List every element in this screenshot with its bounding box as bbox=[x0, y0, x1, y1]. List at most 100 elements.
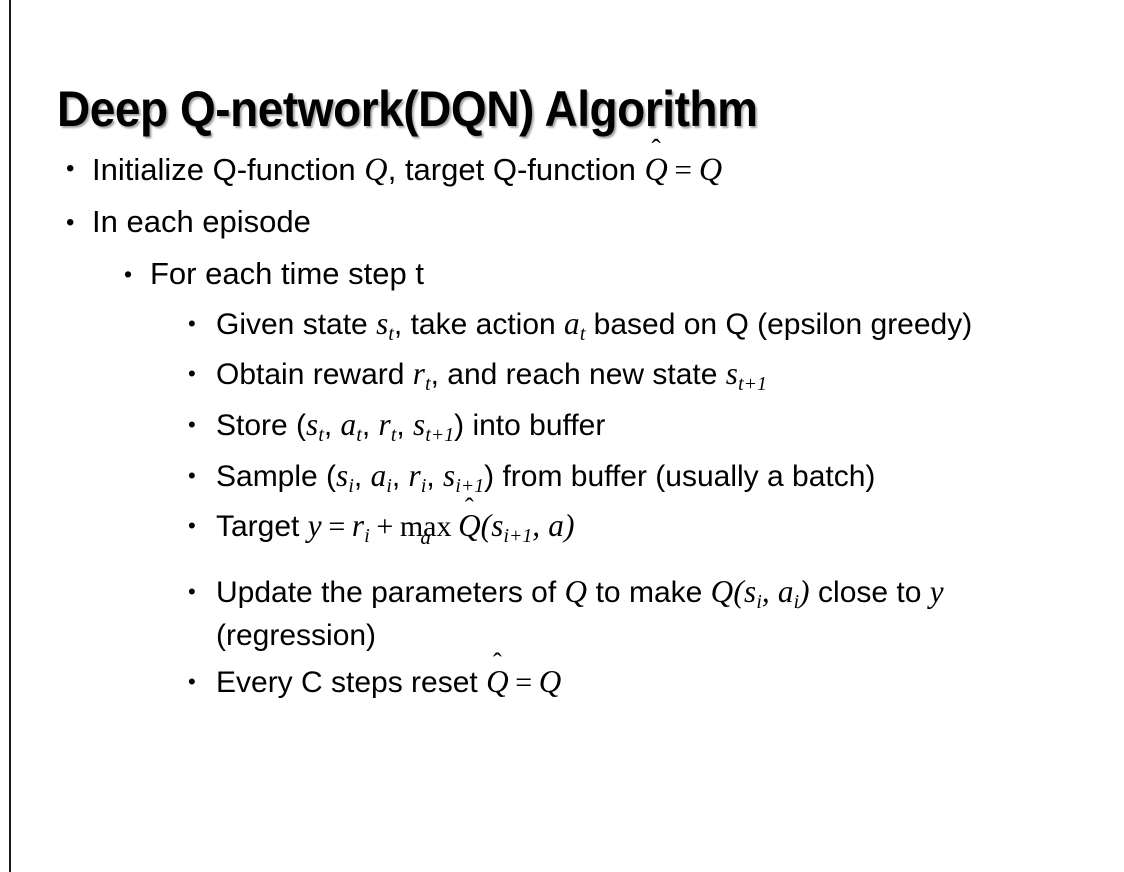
text-fragment: ) into buffer bbox=[454, 409, 606, 443]
math-var-r: r bbox=[408, 457, 421, 493]
text-fragment: , bbox=[323, 409, 341, 443]
math-var-s: s bbox=[725, 356, 739, 392]
text-fragment: , bbox=[396, 409, 414, 443]
math-var-s: s bbox=[306, 407, 319, 443]
math-var-r: r bbox=[412, 356, 426, 392]
list-item-text: Initialize Q-function Q, target Q-functi… bbox=[92, 148, 1124, 191]
text-fragment: (regression) bbox=[216, 618, 377, 652]
math-subscript: t bbox=[390, 424, 397, 446]
math-subscript: t bbox=[318, 424, 324, 446]
math-comma: , bbox=[532, 508, 549, 544]
text-fragment: , bbox=[353, 459, 371, 493]
math-var-s: s bbox=[376, 305, 389, 341]
text-fragment: to make bbox=[587, 576, 711, 610]
text-fragment: Target bbox=[216, 510, 308, 544]
list-item-text: In each episode bbox=[92, 203, 311, 239]
bullet-marker: • bbox=[66, 208, 75, 236]
list-item-text: Obtain reward rt, and reach new state st… bbox=[216, 354, 1098, 398]
math-var-q2: Q bbox=[698, 151, 723, 187]
list-item: • Obtain reward rt, and reach new state … bbox=[0, 354, 1124, 398]
text-fragment: , target Q-function bbox=[387, 152, 645, 187]
list-item: • Every C steps reset ̂Q=Q bbox=[0, 662, 1124, 703]
list-item-text: Given state st, take action at based on … bbox=[216, 304, 1098, 348]
math-equals: = bbox=[515, 665, 533, 699]
math-var-s2: s bbox=[443, 457, 456, 493]
bullet-marker: • bbox=[188, 513, 196, 539]
text-fragment: Initialize Q-function bbox=[92, 152, 365, 187]
math-paren-close: ) bbox=[564, 508, 575, 544]
list-item: • Given state st, take action at based o… bbox=[0, 304, 1124, 348]
list-item-text: Update the parameters of Q to make Q(si,… bbox=[216, 572, 1098, 655]
math-subscript: t+1 bbox=[738, 373, 767, 396]
text-fragment: , bbox=[426, 459, 444, 493]
math-var-s2: s bbox=[413, 407, 426, 443]
math-paren-close: ) bbox=[799, 574, 810, 610]
list-item: • Initialize Q-function Q, target Q-func… bbox=[0, 148, 1124, 191]
math-var: Q bbox=[458, 508, 481, 544]
max-underscript: a bbox=[420, 524, 431, 549]
math-var-s: s bbox=[743, 574, 757, 610]
page-title: Deep Q-network(DQN) Algorithm bbox=[57, 80, 758, 137]
bullet-marker: • bbox=[188, 361, 196, 387]
math-q-hat: ̂Q bbox=[486, 662, 509, 703]
list-item-text: Target y=ri+maxâQ(si+1, a) bbox=[216, 506, 1098, 550]
math-subscript: i bbox=[386, 474, 392, 497]
list-item-text: Every C steps reset ̂Q=Q bbox=[216, 662, 1098, 703]
list-item: • In each episode bbox=[0, 202, 1124, 243]
text-fragment: Update the parameters of bbox=[216, 576, 565, 610]
math-var-q2: Q bbox=[710, 574, 734, 610]
text-fragment: , bbox=[361, 409, 379, 443]
bullet-marker: • bbox=[188, 310, 196, 336]
math-var-s: s bbox=[491, 508, 504, 544]
math-var-r: r bbox=[378, 407, 391, 443]
math-q-hat: ̂Q bbox=[644, 148, 667, 191]
math-subscript: i+1 bbox=[455, 474, 485, 497]
list-item: • Update the parameters of Q to make Q(s… bbox=[0, 572, 1124, 655]
math-var-a: a bbox=[548, 508, 565, 544]
bullet-marker: • bbox=[188, 668, 196, 694]
list-item: • Sample (si, ai, ri, si+1) from buffer … bbox=[0, 456, 1124, 500]
text-fragment: based on Q (epsilon greedy) bbox=[585, 307, 973, 341]
text-fragment: , and reach new state bbox=[430, 358, 726, 392]
math-subscript: t bbox=[579, 322, 586, 345]
math-var-r: r bbox=[351, 508, 365, 544]
text-fragment: close to bbox=[809, 576, 930, 610]
math-equals: = bbox=[328, 510, 346, 544]
list-item-text: Store (st, at, rt, st+1) into buffer bbox=[216, 405, 1098, 449]
math-subscript: t bbox=[356, 424, 362, 446]
bullet-marker: • bbox=[124, 260, 133, 287]
math-var: Q bbox=[486, 663, 509, 699]
text-fragment: Obtain reward bbox=[216, 358, 413, 392]
bullet-marker: • bbox=[188, 412, 196, 438]
math-var: Q bbox=[644, 151, 668, 187]
math-subscript: i bbox=[364, 525, 370, 548]
text-fragment: , take action bbox=[393, 307, 565, 341]
math-subscript: t bbox=[425, 373, 431, 396]
math-paren-open: ( bbox=[733, 574, 744, 610]
math-var-q: Q bbox=[564, 574, 588, 610]
math-q-hat: ̂Q bbox=[458, 506, 481, 547]
math-subscript: t bbox=[388, 322, 394, 345]
math-equals: = bbox=[674, 152, 693, 187]
list-item: • For each time step t bbox=[0, 254, 1124, 295]
math-paren-open: ( bbox=[480, 508, 492, 544]
math-subscript: i bbox=[348, 474, 354, 497]
bullet-marker: • bbox=[188, 579, 196, 605]
text-fragment: Given state bbox=[216, 307, 377, 341]
max-label: max bbox=[399, 510, 452, 544]
slide-left-border bbox=[9, 0, 11, 872]
math-comma: , bbox=[761, 574, 778, 610]
text-fragment: Store ( bbox=[216, 409, 307, 443]
math-var-s: s bbox=[336, 457, 349, 493]
text-fragment: Every C steps reset bbox=[216, 665, 487, 699]
math-var-a: a bbox=[564, 305, 580, 341]
math-var-y: y bbox=[307, 508, 322, 544]
math-var-a: a bbox=[777, 574, 794, 610]
math-subscript: t+1 bbox=[425, 424, 455, 446]
list-item: • Target y=ri+maxâQ(si+1, a) bbox=[0, 506, 1124, 550]
text-fragment: ) from buffer (usually a batch) bbox=[484, 459, 876, 493]
math-subscript: i bbox=[756, 591, 762, 614]
math-var-y: y bbox=[929, 574, 944, 610]
